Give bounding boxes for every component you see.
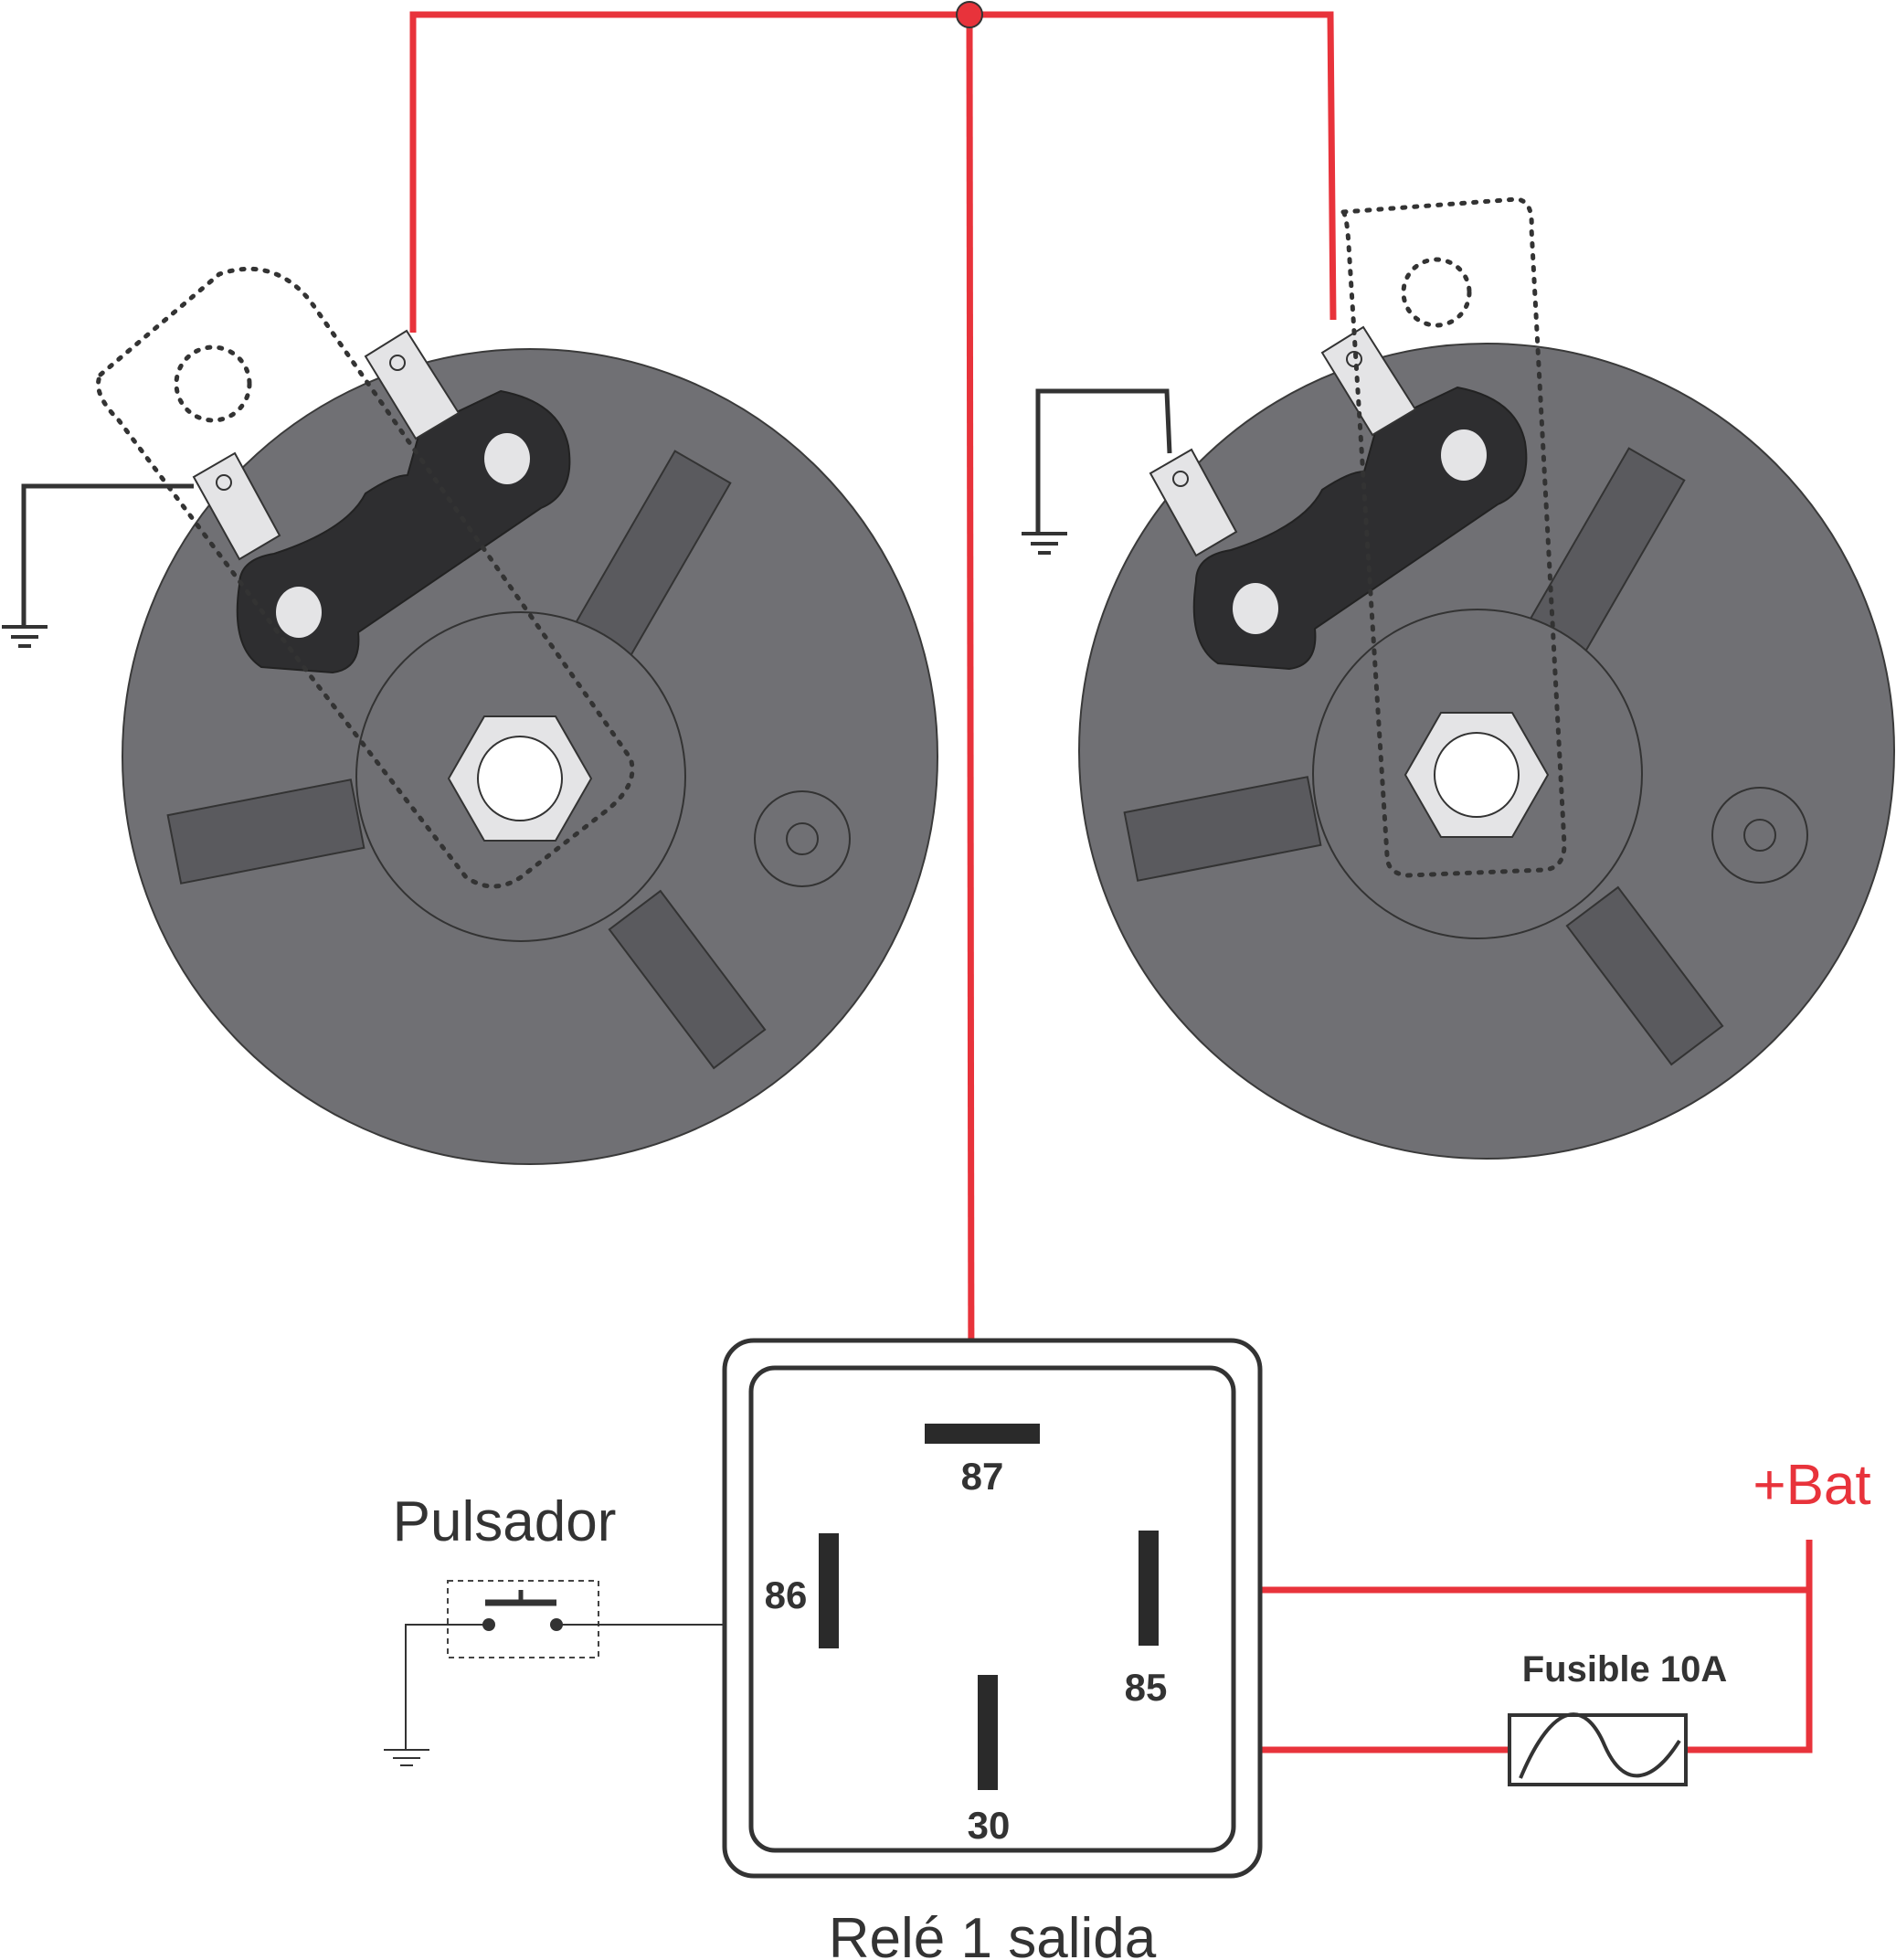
horn-left-screw bbox=[786, 822, 819, 855]
ground-left-horn-icon bbox=[2, 625, 48, 648]
label-pin-87: 87 bbox=[961, 1455, 1004, 1498]
horn-right-bracket-hole-bottom bbox=[1233, 583, 1278, 634]
horn-left-terminal-left bbox=[192, 451, 281, 561]
label-relay: Relé 1 salida bbox=[829, 1907, 1157, 1960]
ground-wires bbox=[2, 388, 1172, 1766]
horn-left-dotted-ring bbox=[174, 344, 252, 423]
horn-right-terminal-left-hole bbox=[1172, 471, 1189, 487]
label-fuse: Fusible 10A bbox=[1522, 1649, 1728, 1690]
horn-right-bracket-hole-top bbox=[1441, 429, 1487, 481]
wire-bat-rail bbox=[1686, 1540, 1813, 1753]
horn-left-bracket-hole-top bbox=[484, 433, 530, 484]
horn-left-nut-hole bbox=[477, 736, 563, 821]
label-bat: +Bat bbox=[1753, 1454, 1870, 1517]
horn-right bbox=[1078, 196, 1895, 1160]
relay-pin-85 bbox=[1139, 1531, 1159, 1646]
ground-wire-right-horn bbox=[1035, 388, 1172, 534]
ground-pulsador-icon bbox=[384, 1749, 429, 1766]
horn-right-terminal-right bbox=[1320, 325, 1417, 437]
label-pin-85: 85 bbox=[1125, 1666, 1168, 1709]
fuse-body bbox=[1508, 1713, 1688, 1786]
relay-inner-case bbox=[748, 1365, 1236, 1853]
horn-right-nut-hole bbox=[1434, 732, 1520, 818]
horn-left-bracket-hole-bottom bbox=[276, 587, 322, 638]
label-pulsador: Pulsador bbox=[393, 1490, 617, 1553]
relay-pin-30 bbox=[978, 1675, 998, 1790]
relay-outer-case bbox=[722, 1338, 1263, 1879]
ground-right-horn-icon bbox=[1022, 532, 1067, 555]
horn-left-blade-left bbox=[166, 779, 365, 885]
horn-left bbox=[96, 266, 938, 1165]
pulsador-contact-left bbox=[482, 1618, 495, 1631]
horn-left-terminal-left-hole bbox=[216, 474, 232, 491]
relay-pin-86 bbox=[819, 1533, 839, 1648]
horn-right-blade-left bbox=[1123, 776, 1322, 882]
pulsador-dashed-box bbox=[447, 1580, 599, 1658]
ground-wire-pulsador bbox=[405, 1624, 489, 1750]
wire-87-feed bbox=[966, 14, 975, 1426]
fuse-element bbox=[1519, 1712, 1681, 1779]
horn-right-screw bbox=[1743, 819, 1776, 852]
horn-left-screw-ring bbox=[754, 790, 851, 887]
wire-junction-node bbox=[956, 1, 983, 28]
label-pin-86: 86 bbox=[765, 1573, 808, 1616]
horn-right-dotted-ring bbox=[1401, 257, 1472, 328]
horn-right-blade-bottom bbox=[1565, 885, 1724, 1066]
label-pin-30: 30 bbox=[968, 1804, 1011, 1847]
horn-left-dotted-contact bbox=[96, 266, 635, 889]
horn-right-dotted-contact bbox=[1338, 196, 1567, 878]
wire-horn-left-feed bbox=[409, 11, 1337, 333]
horn-left-terminal-right-hole bbox=[389, 355, 406, 371]
horn-right-terminal-left bbox=[1149, 448, 1238, 557]
relay-pin-87 bbox=[925, 1424, 1040, 1444]
ground-wire-left-horn bbox=[21, 483, 194, 627]
fuse bbox=[1508, 1712, 1688, 1786]
horn-left-blade-bottom bbox=[608, 889, 767, 1070]
horn-right-screw-ring bbox=[1711, 787, 1808, 884]
horn-left-terminal-right bbox=[364, 329, 461, 440]
relay bbox=[722, 1338, 1263, 1879]
